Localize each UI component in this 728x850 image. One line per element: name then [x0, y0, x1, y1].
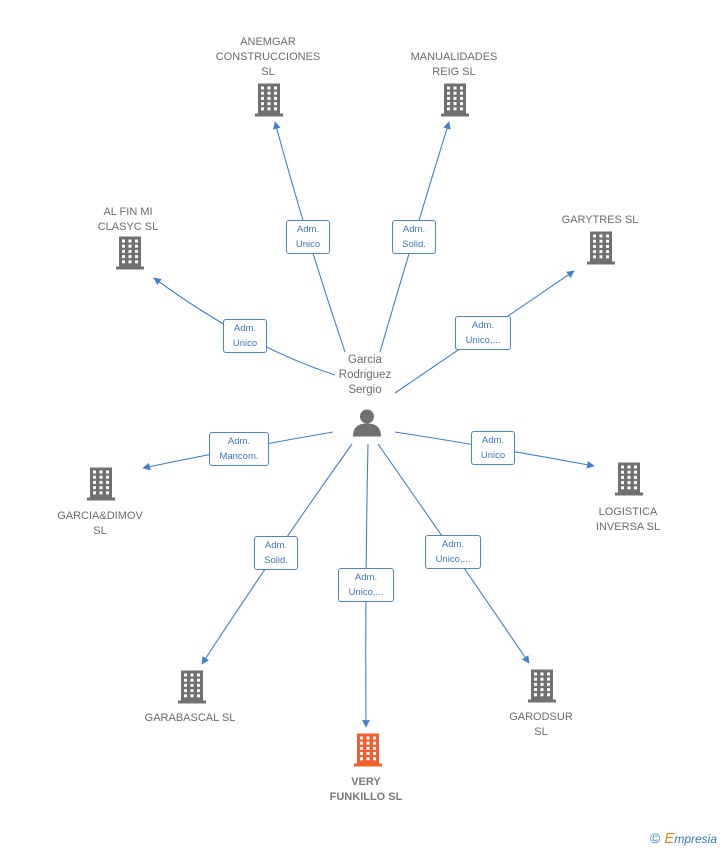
- empresia-logo: ©Empresia: [650, 830, 717, 847]
- center-person-name: Garcia Rodriguez Sergio: [338, 354, 392, 396]
- building-icon[interactable]: [527, 668, 557, 709]
- role-badge-anemgar: Adm. Unico: [286, 220, 330, 254]
- building-icon[interactable]: [254, 82, 284, 123]
- role-badge-logistica: Adm. Unico: [471, 431, 515, 465]
- building-icon[interactable]: [440, 82, 470, 123]
- company-name-veryfunkillo[interactable]: VERY FUNKILLO SL: [329, 776, 403, 803]
- building-icon[interactable]: [115, 235, 145, 276]
- building-icon[interactable]: [586, 230, 616, 271]
- copyright-symbol: ©: [650, 830, 661, 846]
- brand-rest: mpresia: [674, 832, 718, 846]
- role-badge-garytres: Adm. Unico,...: [455, 316, 511, 350]
- person-icon[interactable]: [352, 408, 382, 443]
- building-icon[interactable]: [614, 461, 644, 502]
- building-icon[interactable]: [353, 732, 383, 773]
- role-badge-alfinmi: Adm. Unico: [223, 319, 267, 353]
- company-name-alfinmi[interactable]: AL FIN MI CLASYC SL: [97, 206, 159, 233]
- building-icon[interactable]: [177, 669, 207, 710]
- role-badge-garciadimov: Adm. Mancom.: [209, 432, 269, 466]
- role-badge-manualidades: Adm. Solid.: [392, 220, 436, 254]
- company-name-manualidades[interactable]: MANUALIDADES REIG SL: [410, 51, 498, 78]
- building-icon[interactable]: [86, 466, 116, 507]
- brand-initial: E: [664, 830, 675, 847]
- company-name-garytres[interactable]: GARYTRES SL: [561, 214, 639, 226]
- company-name-garabascal[interactable]: GARABASCAL SL: [144, 712, 236, 724]
- company-name-logistica[interactable]: LOGISTICA INVERSA SL: [595, 506, 661, 533]
- role-badge-garabascal: Adm. Solid.: [254, 536, 298, 570]
- role-badge-garodsur: Adm. Unico,...: [425, 535, 481, 569]
- company-name-garodsur[interactable]: GARODSUR SL: [509, 711, 573, 738]
- company-name-garciadimov[interactable]: GARCIA&DIMOV SL: [57, 510, 143, 537]
- company-name-anemgar[interactable]: ANEMGAR CONSTRUCCIONES SL: [215, 36, 321, 78]
- role-badge-veryfunkillo: Adm. Unico,...: [338, 568, 394, 602]
